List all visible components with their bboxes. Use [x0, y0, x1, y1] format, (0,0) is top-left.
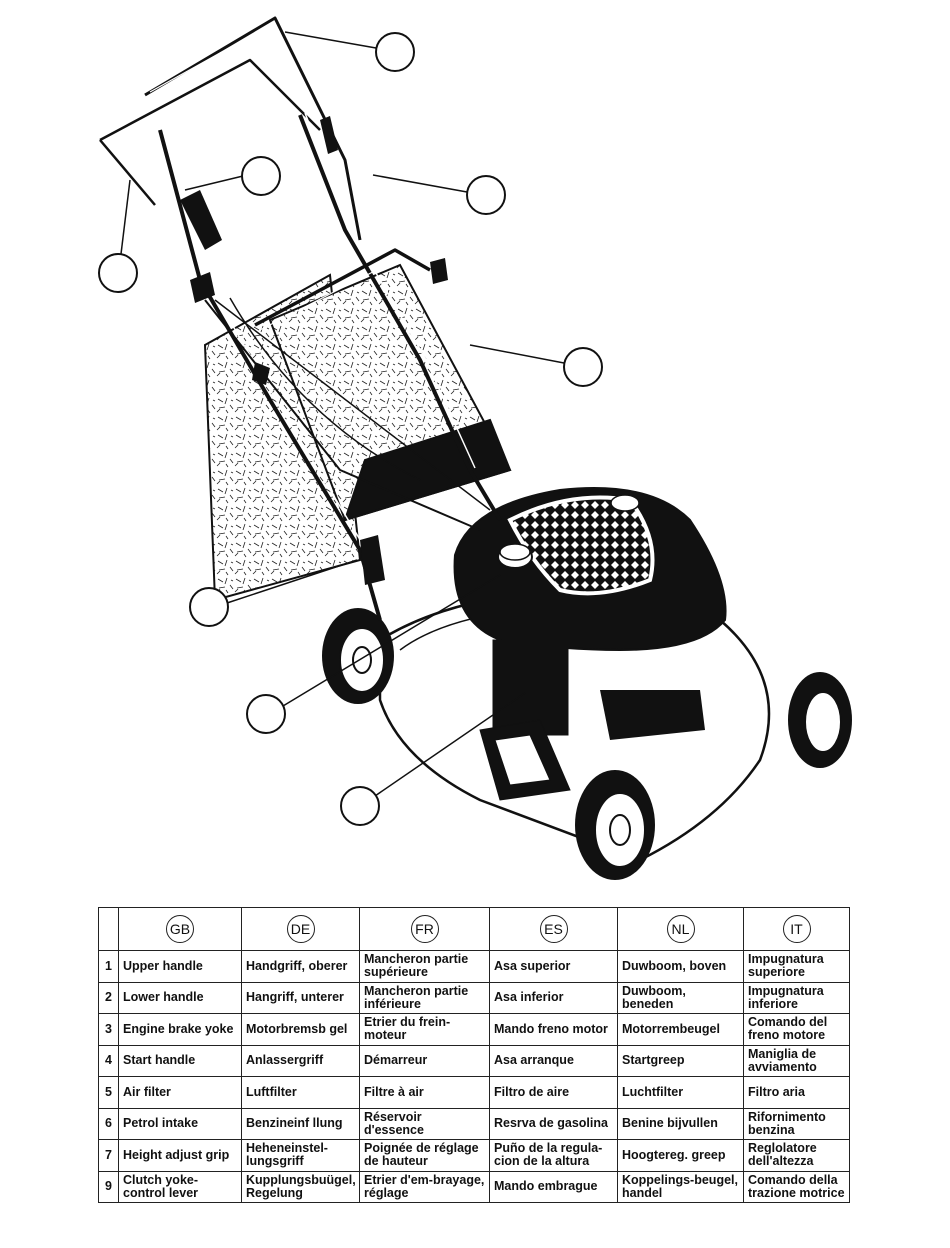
- part-name-nl: Duwboom, beneden: [617, 981, 744, 1014]
- language-code-badge: NL: [666, 915, 695, 943]
- part-name-it: Impugnatura superiore: [743, 950, 850, 983]
- callout-circle: [246, 694, 286, 734]
- part-name-de: Kupplungsbuügel, Regelung: [241, 1170, 360, 1203]
- part-name-gb: Petrol intake: [118, 1107, 242, 1140]
- part-name-gb: Engine brake yoke: [118, 1013, 242, 1046]
- callout-circle: [375, 32, 415, 72]
- part-name-es: Mando embrague: [489, 1170, 618, 1203]
- language-header-es: ES: [489, 907, 618, 951]
- part-name-de: Handgriff, oberer: [241, 950, 360, 983]
- part-name-de: Anlassergriff: [241, 1044, 360, 1077]
- part-name-gb: Upper handle: [118, 950, 242, 983]
- callouts: [98, 31, 603, 826]
- part-name-it: Reglolatore dell'altezza: [743, 1139, 850, 1172]
- part-name-gb: Height adjust grip: [118, 1139, 242, 1172]
- part-number: 1: [98, 950, 119, 983]
- part-name-fr: Mancheron partie supérieure: [359, 950, 490, 983]
- language-code-badge: GB: [166, 915, 194, 943]
- language-header-nl: NL: [617, 907, 744, 951]
- part-name-it: Impugnatura inferiore: [743, 981, 850, 1014]
- part-name-gb: Lower handle: [118, 981, 242, 1014]
- part-name-fr: Etrier du frein-moteur: [359, 1013, 490, 1046]
- engine: [453, 487, 727, 801]
- part-name-nl: Luchtfilter: [617, 1076, 744, 1109]
- part-number: 3: [98, 1013, 119, 1046]
- language-code-badge: IT: [782, 915, 811, 943]
- part-number: 6: [98, 1107, 119, 1140]
- part-name-fr: Mancheron partie inférieure: [359, 981, 490, 1014]
- language-header-fr: FR: [359, 907, 490, 951]
- part-name-gb: Clutch yoke-control lever: [118, 1170, 242, 1203]
- part-name-de: Hangriff, unterer: [241, 981, 360, 1014]
- part-name-fr: Démarreur: [359, 1044, 490, 1077]
- part-name-es: Resrva de gasolina: [489, 1107, 618, 1140]
- part-number: 2: [98, 981, 119, 1014]
- language-header-de: DE: [241, 907, 360, 951]
- part-name-de: Luftfilter: [241, 1076, 360, 1109]
- part-name-fr: Poignée de réglage de hauteur: [359, 1139, 490, 1172]
- part-name-es: Mando freno motor: [489, 1013, 618, 1046]
- handle-parts: [180, 116, 448, 585]
- part-name-de: Benzineinf llung: [241, 1107, 360, 1140]
- callout-circle: [466, 175, 506, 215]
- part-name-es: Asa superior: [489, 950, 618, 983]
- wheels: [322, 608, 852, 880]
- part-name-es: Asa arranque: [489, 1044, 618, 1077]
- callout-circle: [340, 786, 380, 826]
- part-name-gb: Air filter: [118, 1076, 242, 1109]
- part-name-it: Rifornimento benzina: [743, 1107, 850, 1140]
- language-header-row: GB DE FR ES NL IT: [98, 907, 850, 951]
- part-name-gb: Start handle: [118, 1044, 242, 1077]
- part-name-fr: Filtre à air: [359, 1076, 490, 1109]
- part-name-nl: Benine bijvullen: [617, 1107, 744, 1140]
- part-name-fr: Réservoir d'essence: [359, 1107, 490, 1140]
- callout-circle: [189, 587, 229, 627]
- part-name-it: Comando del freno motore: [743, 1013, 850, 1046]
- part-name-de: Heheneinstel-lungsgriff: [241, 1139, 360, 1172]
- part-name-nl: Startgreep: [617, 1044, 744, 1077]
- lawnmower-illustration: [98, 16, 852, 880]
- part-number: 9: [98, 1170, 119, 1203]
- callout-circle: [563, 347, 603, 387]
- language-code-badge: DE: [286, 915, 315, 943]
- callout-circle: [241, 156, 281, 196]
- part-name-it: Maniglia de avviamento: [743, 1044, 850, 1077]
- part-name-nl: Koppelings-beugel, handel: [617, 1170, 744, 1203]
- part-number: 5: [98, 1076, 119, 1109]
- language-code-badge: ES: [539, 915, 568, 943]
- part-name-fr: Etrier d'em-brayage, réglage: [359, 1170, 490, 1203]
- part-name-nl: Motorrembeugel: [617, 1013, 744, 1046]
- part-name-es: Filtro de aire: [489, 1076, 618, 1109]
- part-name-nl: Hoogtereg. greep: [617, 1139, 744, 1172]
- language-code-badge: FR: [410, 915, 439, 943]
- callout-circle: [98, 253, 138, 293]
- part-name-nl: Duwboom, boven: [617, 950, 744, 983]
- part-number: 7: [98, 1139, 119, 1172]
- language-header-it: IT: [743, 907, 850, 951]
- language-header-gb: GB: [118, 907, 242, 951]
- part-name-it: Filtro aria: [743, 1076, 850, 1109]
- part-number: 4: [98, 1044, 119, 1077]
- corner-cell: [98, 907, 119, 951]
- part-name-de: Motorbremsb gel: [241, 1013, 360, 1046]
- part-name-it: Comando della trazione motrice: [743, 1170, 850, 1203]
- part-name-es: Asa inferior: [489, 981, 618, 1014]
- part-name-es: Puño de la regula-cion de la altura: [489, 1139, 618, 1172]
